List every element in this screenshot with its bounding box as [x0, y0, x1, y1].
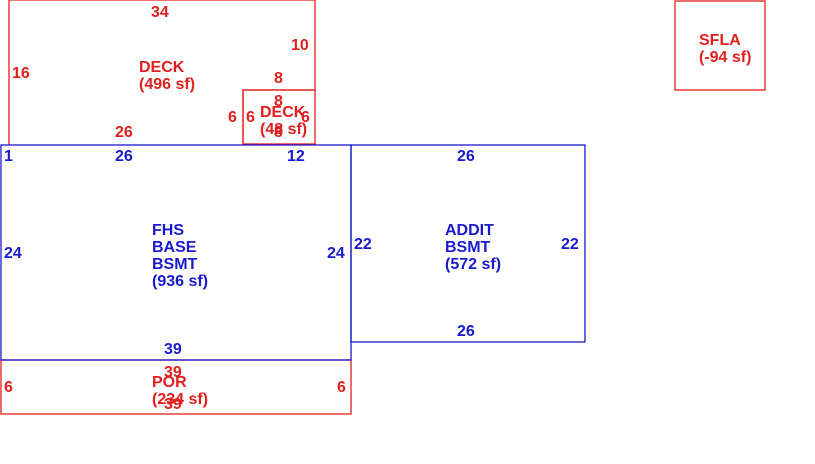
fhs-dim-right: 24 [327, 245, 345, 262]
sfla-name: SFLA [699, 32, 741, 49]
addit-dim-top: 26 [457, 148, 475, 165]
deck-large-dim-bottom: 26 [115, 124, 133, 141]
deck-small-dim-right: 6 [301, 109, 310, 126]
fhs-dim-left: 24 [4, 245, 22, 262]
fhs-area: (936 sf) [152, 273, 208, 290]
addit-area: (572 sf) [445, 256, 501, 273]
fhs-dim-bottom: 39 [164, 341, 182, 358]
por-dim-right: 6 [337, 379, 346, 396]
fhs-name-line3: BSMT [152, 256, 198, 273]
por-dim-left: 6 [4, 379, 13, 396]
addit-dim-right: 22 [561, 236, 579, 253]
addit-name-line2: BSMT [445, 239, 491, 256]
deck-small-name: DECK [260, 104, 306, 121]
por-dim-top: 39 [164, 364, 182, 381]
fhs-dim-top-left: 1 [4, 148, 13, 165]
deck-large-name: DECK [139, 59, 185, 76]
addit-dim-bottom: 26 [457, 323, 475, 340]
deck-small-dim-bottom: 8 [274, 124, 283, 141]
fhs-dim-top-mid: 26 [115, 148, 133, 165]
deck-small-dim-left-outer: 6 [228, 109, 237, 126]
por-area: (234 sf) [152, 391, 208, 408]
deck-small-outline [242, 89, 316, 145]
addit-bsmt-outline [350, 144, 586, 343]
addit-name-line1: ADDIT [445, 222, 494, 239]
deck-large-dim-right-upper: 10 [291, 37, 309, 54]
deck-large-dim-top: 34 [151, 4, 169, 21]
deck-small-dim-top: 8 [274, 70, 283, 87]
fhs-dim-top-right: 12 [287, 148, 305, 165]
sfla-outline [674, 0, 766, 91]
fhs-name-line1: FHS [152, 222, 184, 239]
deck-small-dim-left-inner: 6 [246, 109, 255, 126]
sfla-area: (-94 sf) [699, 49, 751, 66]
deck-large-area: (496 sf) [139, 76, 195, 93]
deck-small-area: (48 sf) [260, 121, 307, 138]
addit-dim-left: 22 [354, 236, 372, 253]
por-dim-bottom: 39 [164, 396, 182, 413]
deck-large-dim-left: 16 [12, 65, 30, 82]
fhs-name-line2: BASE [152, 239, 197, 256]
deck-small-dim-top-inner: 8 [274, 93, 283, 110]
por-name: POR [152, 374, 187, 391]
